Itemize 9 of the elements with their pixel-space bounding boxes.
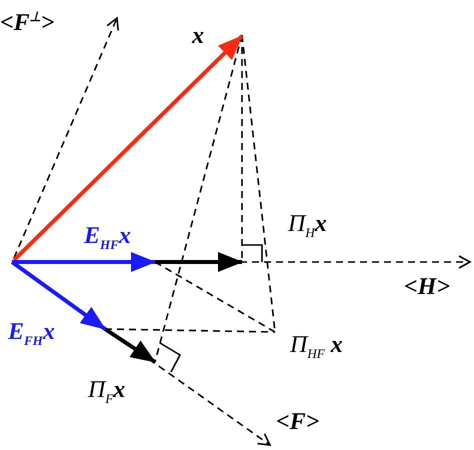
axis-label: <F$^{⊥}$> bbox=[0, 10, 54, 35]
vector-label: E$_{FH}$x bbox=[8, 320, 55, 347]
axis-label: <H> bbox=[404, 275, 450, 299]
vector-label: Π$_{HF}$ x bbox=[290, 333, 343, 360]
vector-label: E$_{HF}$x bbox=[84, 224, 131, 251]
axis-label: <F> bbox=[276, 410, 320, 434]
vector-label: Π$_{F}$x bbox=[88, 378, 126, 405]
vector-label: x bbox=[192, 24, 204, 48]
vector-label: Π$_{H}$x bbox=[288, 212, 327, 239]
